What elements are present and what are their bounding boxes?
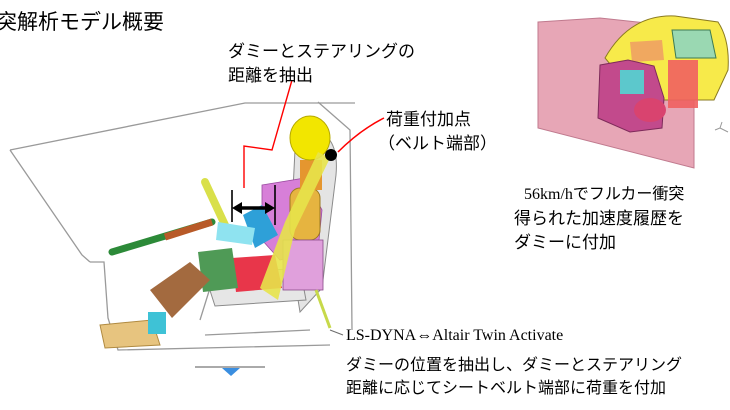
car-window-front xyxy=(630,40,664,62)
crash-caption-line-1: 56km/hでフルカー衝突 xyxy=(524,186,685,203)
dummy-head xyxy=(289,115,331,161)
car-front-wheel xyxy=(634,98,666,122)
load-point-sublabel: （ベルト端部） xyxy=(378,134,497,154)
belt-anchor xyxy=(314,289,332,329)
floor-marker xyxy=(222,368,240,376)
dummy xyxy=(99,115,332,349)
crash-caption-line-2: 得られた加速度履歴を xyxy=(514,209,684,229)
steering-column xyxy=(108,178,229,256)
dummy-ankle xyxy=(148,312,166,334)
vehicle-outline xyxy=(9,101,355,351)
load-point-marker xyxy=(325,149,337,161)
steering-wheel xyxy=(201,178,229,229)
crash-model-image xyxy=(537,15,729,169)
coupling-leader-line xyxy=(329,329,344,336)
seat-belt xyxy=(260,152,330,300)
car-window xyxy=(671,29,717,59)
load-leader-line xyxy=(337,117,385,153)
coupling-line-3: 距離に応じてシートベルト端部に荷重を付加 xyxy=(346,378,667,397)
car-door xyxy=(668,60,698,108)
distance-leader-line xyxy=(243,79,293,188)
coupling-title: LS-DYNA⇔Altair Twin Activate xyxy=(346,327,564,344)
coupling-line-2: ダミーの位置を抽出し、ダミーとステアリング xyxy=(346,355,683,374)
dummy-foot xyxy=(99,319,161,349)
steering-distance-line-1: ダミーとステアリングの xyxy=(228,42,415,62)
dummy-lower-leg xyxy=(150,262,210,318)
slide-title: 突解析モデル概要 xyxy=(0,10,164,34)
crash-caption-line-3: ダミーに付加 xyxy=(514,233,616,253)
car-engine xyxy=(620,70,644,94)
load-point-label: 荷重付加点 xyxy=(386,110,471,130)
dummy-forearm xyxy=(216,222,255,245)
steering-distance-line-2: 距離を抽出 xyxy=(228,66,313,86)
